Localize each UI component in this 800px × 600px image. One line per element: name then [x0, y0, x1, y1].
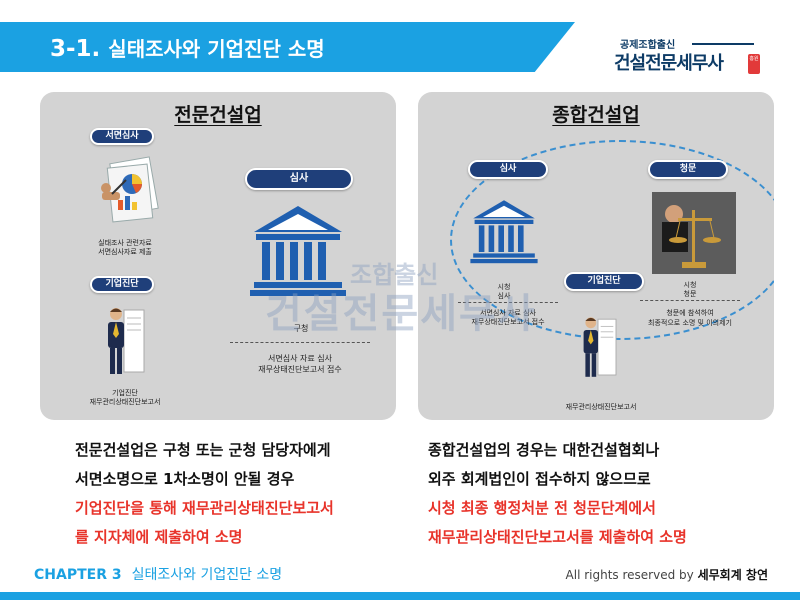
left-desc-line3: 기업진단을 통해 재무관리상태진단보고서	[75, 499, 334, 517]
right-desc-line2: 외주 회계법인이 접수하지 않으므로	[428, 470, 651, 488]
hearing-pill: 청문	[648, 160, 728, 179]
chapter-title: 실태조사와 기업진단 소명	[131, 567, 283, 583]
left-desc-line2: 서면소명으로 1차소명이 안될 경우	[75, 470, 295, 488]
city-hearing-divider	[640, 300, 740, 301]
right-panel-title: 종합건설업	[552, 104, 640, 126]
section-number: 3-1.	[50, 36, 101, 62]
left-panel: 전문건설업 서면심사 실태조사 관련자료 서면심사자료 제출 심사	[40, 92, 396, 420]
city-review-line2: 심사	[497, 292, 511, 300]
diagnosis-note: 재무관리상태진단보고서	[565, 403, 637, 411]
review-pill: 심사	[468, 160, 548, 179]
header-bar	[0, 22, 575, 72]
chapter-number: CHAPTER 3	[34, 567, 122, 583]
right-description: 종합건설업의 경우는 대한건설협회나 외주 회계법인이 접수하지 않으므로 시청…	[428, 436, 687, 552]
logo-main-text: 건설전문세무사	[614, 53, 724, 74]
office-label: 구청	[293, 324, 309, 333]
logo-divider	[692, 43, 754, 45]
left-description: 전문건설업은 구청 또는 군청 담당자에게 서면소명으로 1차소명이 안될 경우…	[75, 436, 334, 552]
document-note-line2: 서면심사자료 제출	[98, 248, 152, 256]
hearing-note-line1: 청문에 참석하여	[666, 309, 714, 317]
rights-owner: 세무회계 창연	[697, 568, 768, 582]
hearing-note-line2: 최종적으로 소명 및 이의제기	[648, 319, 732, 327]
document-note-line1: 실태조사 관련자료	[98, 239, 152, 247]
city-review-divider	[458, 302, 558, 303]
diagnosis-note-line2: 재무관리상태진단보고서	[89, 398, 161, 406]
page-title: 3-1. 실태조사와 기업진단 소명	[50, 33, 325, 62]
city-note-line1: 서면심사 자료 심사	[480, 309, 536, 317]
office-divider	[230, 342, 370, 343]
logo-stamp: 홍원	[748, 54, 760, 74]
city-hearing-line1: 시청	[683, 281, 697, 289]
city-review-line1: 시청	[497, 283, 511, 291]
left-desc-line4: 를 지자체에 제출하여 소명	[75, 528, 243, 546]
office-note-line1: 서면심사 자료 심사	[268, 354, 332, 363]
building-icon	[470, 200, 538, 264]
footer-bar	[0, 592, 800, 600]
businessman-icon	[583, 317, 617, 377]
logo-top-text: 공제조합출신	[620, 40, 676, 51]
right-desc-line3: 시청 최종 행정처분 전 청문단계에서	[428, 499, 656, 517]
right-desc-line4: 재무관리상태진단보고서를 제출하여 소명	[428, 528, 687, 546]
footer-chapter: CHAPTER 3 실태조사와 기업진단 소명	[34, 564, 282, 584]
left-desc-line1: 전문건설업은 구청 또는 군청 담당자에게	[75, 441, 331, 459]
left-panel-title: 전문건설업	[174, 104, 262, 126]
businessman-icon	[108, 308, 145, 374]
building-icon	[250, 206, 346, 296]
diagnosis-pill: 기업진단	[564, 272, 644, 291]
footer-rights: All rights reserved by 세무회계 창연	[566, 566, 768, 583]
diagnosis-pill: 기업진단	[90, 276, 154, 293]
document-review-pill: 서면심사	[90, 128, 154, 145]
scales-of-justice-icon	[652, 192, 736, 274]
review-pill: 심사	[245, 168, 353, 190]
document-chart-icon	[101, 156, 159, 223]
section-title: 실태조사와 기업진단 소명	[108, 37, 325, 61]
right-panel: 종합건설업 심사 청문 시청 심사 서면심사 자료 심사 재무상태진단보고서 접…	[418, 92, 774, 420]
brand-logo: 공제조합출신 건설전문세무사 홍원	[612, 30, 762, 80]
right-desc-line1: 종합건설업의 경우는 대한건설협회나	[428, 441, 660, 459]
city-hearing-line2: 청문	[683, 290, 697, 298]
diagnosis-note-line1: 기업진단	[112, 389, 138, 397]
city-note-line2: 재무상태진단보고서 접수	[471, 318, 545, 326]
office-note-line2: 재무상태진단보고서 접수	[258, 365, 342, 374]
rights-prefix: All rights reserved by	[565, 568, 694, 582]
